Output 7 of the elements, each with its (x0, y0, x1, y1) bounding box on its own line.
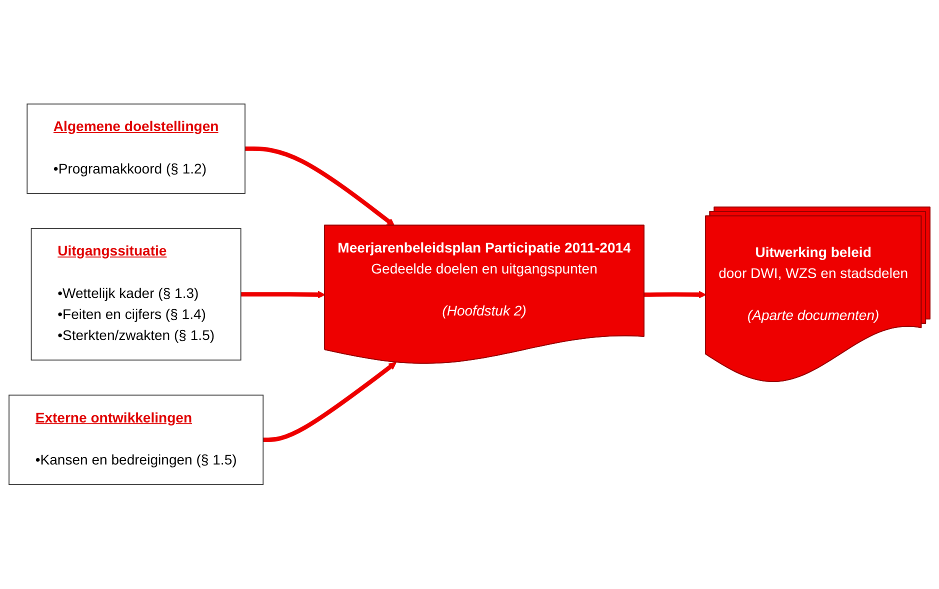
arrow (644, 290, 706, 299)
arrow (263, 362, 396, 442)
node-box: Uitgangssituatie •Wettelijk kader (§ 1.3) •Feiten en cijfers (§ 1.4) •Sterkten/zwakten (§ 1.5) (30, 228, 242, 361)
node-box: Externe ontwikkelingen •Kansen en bedreigingen (§ 1.5) (8, 394, 264, 486)
arrow (240, 290, 326, 299)
node-box: Algemene doelstellingen •Programakkoord (§ 1.2) (26, 104, 246, 194)
arrow (245, 146, 395, 226)
